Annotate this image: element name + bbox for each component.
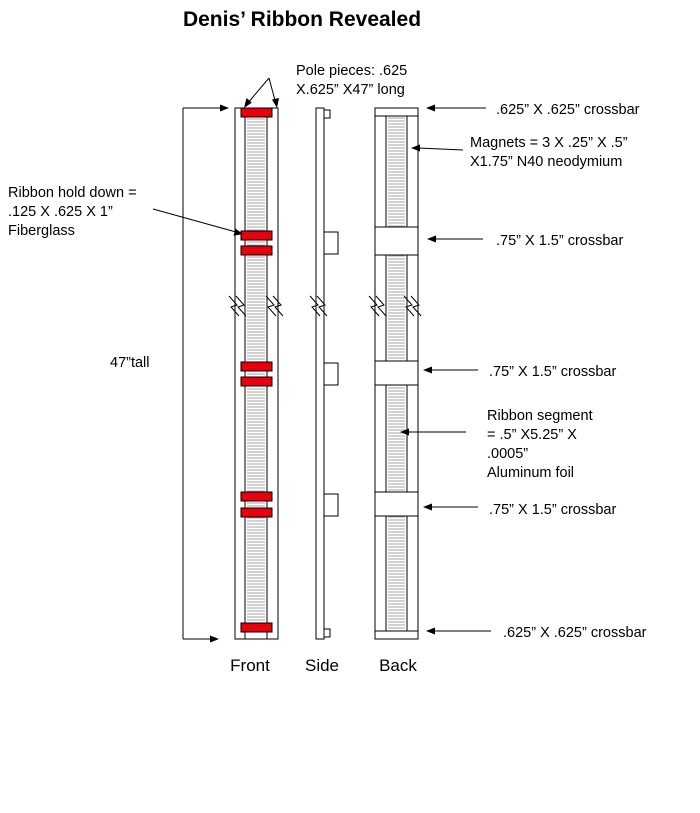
front-hold-down-pad: [240, 361, 273, 372]
top-crossbar-label: .625” X .625” crossbar: [496, 102, 640, 118]
back-bottom-crossbar: [374, 630, 419, 640]
pole-pieces-arrowhead-right: [272, 98, 279, 108]
ribbon-segment-label-line-1: Ribbon segment: [487, 408, 593, 424]
front-bottom-pole-piece: [240, 622, 273, 633]
crossbar-3-label: .75” X 1.5” crossbar: [489, 502, 616, 518]
diagram-title: Denis’ Ribbon Revealed: [183, 8, 421, 31]
hold-down-leader-line: [152, 208, 237, 233]
back-ribbon-hatching: [388, 117, 405, 629]
front-hold-down-pad: [240, 245, 273, 256]
pole-pieces-arrowhead-left: [244, 98, 252, 108]
crossbar-2-label: .75” X 1.5” crossbar: [489, 364, 616, 380]
ribbon-segment-arrowhead: [400, 428, 409, 436]
back-crossbar-3: [374, 491, 419, 517]
front-break-mark-right: [265, 295, 284, 317]
crossbar-2-arrowhead: [423, 366, 432, 374]
front-break-mark-left: [228, 295, 247, 317]
side-bottom-tab: [323, 628, 331, 638]
pole-pieces-label-line-2: X.625” X47” long: [296, 82, 405, 98]
side-top-tab: [323, 109, 331, 119]
front-hold-down-pad: [240, 230, 273, 241]
back-crossbar-1: [374, 226, 419, 256]
back-break-mark-left: [368, 295, 387, 317]
side-break-mark: [309, 295, 328, 317]
side-view-caption: Side: [305, 656, 339, 675]
side-view: [309, 107, 339, 640]
front-ribbon-hold-downs: [240, 107, 273, 633]
side-body: [315, 107, 325, 640]
side-crossbar-3: [323, 493, 339, 517]
hold-down-leader: [152, 208, 243, 236]
pole-pieces-leaders: [244, 77, 279, 108]
height-bottom-arrowhead: [210, 635, 219, 643]
side-crossbar-1: [323, 231, 339, 255]
bottom-crossbar-label: .625” X .625” crossbar: [503, 625, 647, 641]
front-hold-down-pad: [240, 376, 273, 387]
pole-pieces-label-line-1: Pole pieces: .625: [296, 63, 407, 79]
side-crossbar-2: [323, 362, 339, 386]
back-view-caption: Back: [379, 656, 417, 675]
ribbon-segment-label-line-4: Aluminum foil: [487, 465, 574, 481]
hold-down-label-line-2: .125 X .625 X 1”: [8, 204, 113, 220]
front-view: [228, 107, 284, 640]
bottom-crossbar-arrowhead: [426, 627, 435, 635]
magnets-label-line-1: Magnets = 3 X .25” X .5”: [470, 135, 628, 151]
back-crossbar-2: [374, 360, 419, 386]
back-break-mark-right: [403, 295, 422, 317]
height-top-arrowhead: [220, 104, 229, 112]
back-view: [368, 107, 422, 640]
front-ribbon-hatching: [247, 118, 265, 621]
crossbar-1-arrowhead: [427, 235, 436, 243]
height-dimension: [182, 104, 229, 643]
magnets-label-line-2: X1.75” N40 neodymium: [470, 154, 622, 170]
magnets-arrowhead: [411, 144, 420, 152]
callout-arrows: [400, 104, 491, 635]
front-view-caption: Front: [230, 656, 270, 675]
front-hold-down-pad: [240, 507, 273, 518]
height-label: 47”tall: [110, 355, 150, 371]
crossbar-1-label: .75” X 1.5” crossbar: [496, 233, 623, 249]
ribbon-segment-label-line-3: .0005”: [487, 446, 528, 462]
top-crossbar-arrowhead: [426, 104, 435, 112]
front-top-pole-piece: [240, 107, 273, 118]
pole-pieces-leader-left: [246, 77, 270, 105]
front-hold-down-pad: [240, 491, 273, 502]
ribbon-segment-label-line-2: = .5” X5.25” X: [487, 427, 577, 443]
hold-down-label-line-1: Ribbon hold down =: [8, 185, 137, 201]
magnets-leader: [417, 147, 464, 151]
hold-down-arrowhead: [233, 228, 243, 236]
hold-down-label-line-3: Fiberglass: [8, 223, 75, 239]
back-top-crossbar: [374, 107, 419, 117]
crossbar-3-arrowhead: [423, 503, 432, 511]
